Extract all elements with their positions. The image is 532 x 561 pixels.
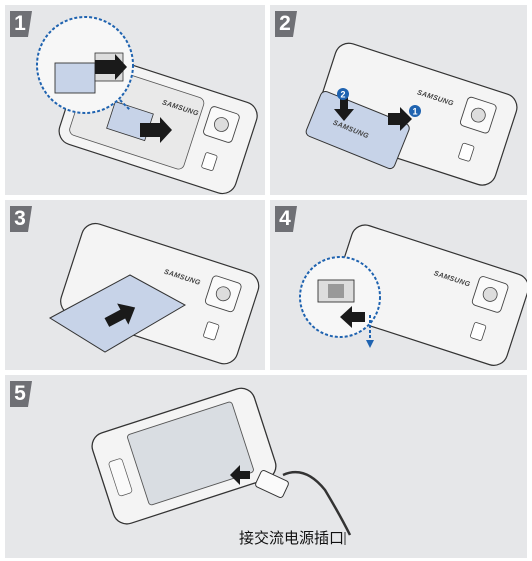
step-2-number: 2 (279, 12, 291, 35)
step-1-panel: 1 SAMSUNG (5, 5, 265, 195)
charger-caption: 接交流电源插口 (239, 531, 345, 547)
step-5-badge: 5 (10, 381, 32, 407)
step-4-number: 4 (279, 207, 291, 230)
step-3-badge: 3 (10, 206, 32, 232)
step-2-panel: 2 SAMSUNG SAMSUNG 1 2 (270, 5, 527, 195)
callout-1: 1 (412, 107, 417, 117)
step-4-badge: 4 (275, 206, 297, 232)
step-5-panel: 5 接交流电源插口 (5, 375, 527, 558)
charger-connect-illustration (91, 387, 352, 545)
step-3-panel: 3 SAMSUNG (5, 200, 265, 370)
callout-2: 2 (340, 90, 345, 100)
step-5-number: 5 (14, 382, 26, 405)
step-1-badge: 1 (10, 11, 32, 37)
step-4-panel: 4 SAMSUNG (270, 200, 527, 370)
step-3-number: 3 (14, 207, 26, 230)
step-1-number: 1 (14, 12, 26, 35)
battery-insert-illustration: SAMSUNG SAMSUNG 1 2 (305, 42, 518, 186)
back-cover-attach-illustration: SAMSUNG (49, 222, 260, 365)
lock-switch-illustration: SAMSUNG (299, 224, 527, 366)
step-2-badge: 2 (275, 11, 297, 37)
phone-back-sim-illustration: SAMSUNG (36, 16, 258, 195)
